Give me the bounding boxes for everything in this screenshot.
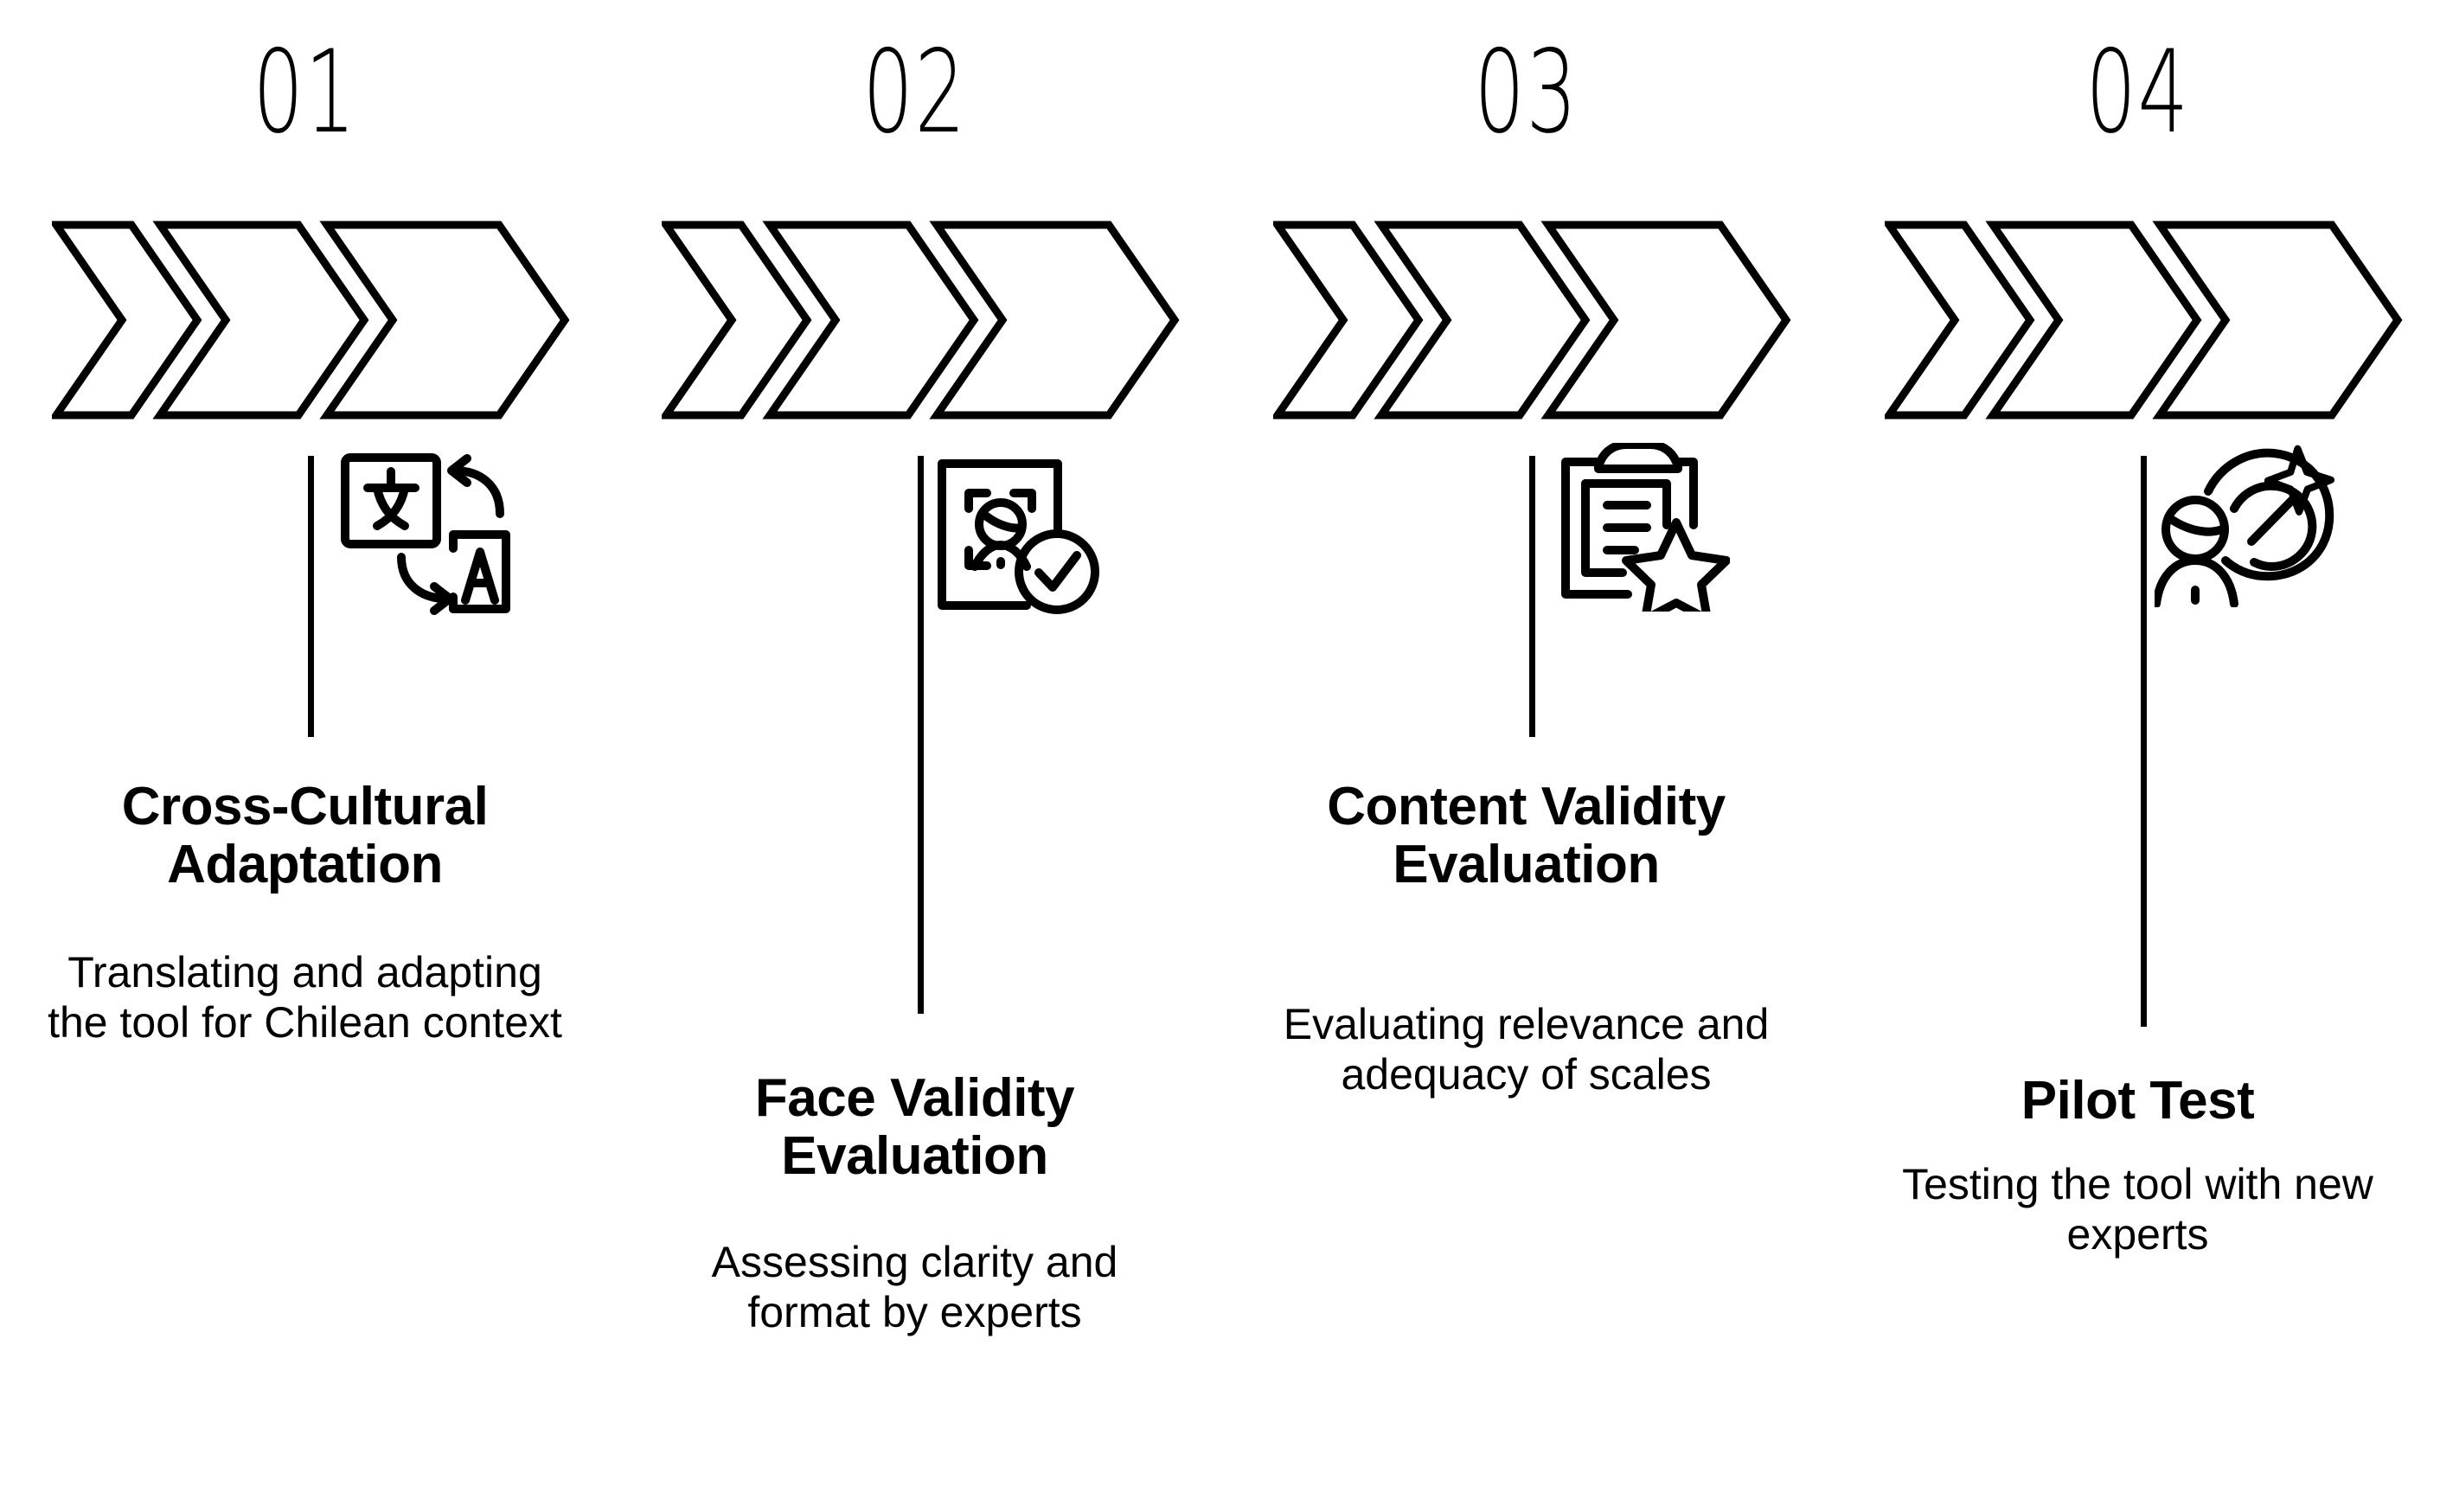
step-connector-line-1 [308,456,314,737]
step-connector-line-4 [2141,456,2147,1027]
process-step-1: 01 [0,0,610,1512]
chevron-group-1 [52,221,571,420]
step-connector-line-3 [1529,456,1535,737]
step-number-04: 04 [2085,24,2190,159]
step-connector-line-2 [918,456,924,1014]
step-description-1: Translating and adapting the tool for Ch… [48,948,562,1047]
step-number-01: 01 [253,24,357,159]
process-step-3: 03 [1221,0,1831,1512]
process-step-2: 02 [610,0,1220,1512]
step-number-02: 02 [862,24,967,159]
step-description-4: Testing the tool with new experts [1902,1160,2373,1259]
step-title-3: Content Validity Evaluation [1327,777,1726,894]
step-number-03: 03 [1474,24,1579,159]
clipboard-star-icon [1548,443,1730,612]
step-description-2: Assessing clarity and format by experts [711,1238,1118,1336]
step-title-2: Face Validity Evaluation [754,1068,1075,1186]
step-description-3: Evaluating relevance and adequacy of sca… [1283,1000,1770,1099]
translate-icon [339,452,512,616]
step-title-1: Cross-Cultural Adaptation [121,777,489,894]
step-title-4: Pilot Test [2021,1071,2255,1131]
chevron-group-3 [1273,221,1792,420]
chevron-group-4 [1885,221,2404,420]
person-target-sparkle-icon [2155,443,2341,607]
face-scan-check-icon [930,452,1103,616]
process-step-4: 04 [1833,0,2440,1512]
chevron-group-2 [662,221,1181,420]
